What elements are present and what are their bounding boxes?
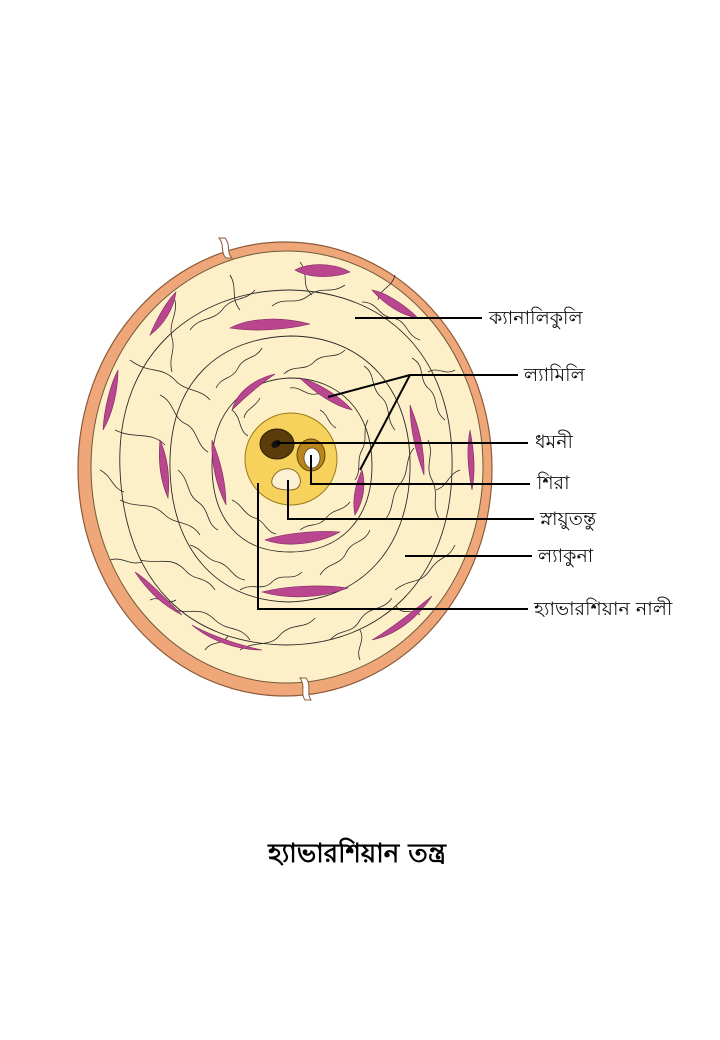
lacuna-cell <box>467 429 475 491</box>
diagram-title: হ্যাভারশিয়ান তন্ত্র <box>267 837 447 869</box>
label-canaliculi: ক্যানালিকুলি <box>488 307 583 329</box>
lacuna-cell <box>294 264 351 277</box>
lacuna-cell <box>371 595 433 641</box>
top-notch <box>217 237 234 259</box>
lacuna-cell <box>102 369 119 431</box>
lacuna-cell <box>260 585 350 598</box>
lacuna-cell <box>149 291 177 336</box>
label-vein: শিরা <box>536 472 570 494</box>
lacuna-cell <box>264 531 342 545</box>
label-lamellae: ল্যামিলি <box>523 364 586 386</box>
lacuna-cell <box>299 377 353 411</box>
lacuna-cell <box>158 438 170 500</box>
label-haversian-canal: হ্যাভারশিয়ান নালী <box>533 597 673 620</box>
bottom-notch <box>299 677 312 701</box>
lacuna-cell <box>191 624 263 651</box>
nerve <box>271 468 301 491</box>
label-artery: ধমনী <box>535 430 574 453</box>
label-lacuna: ল্যাকুনা <box>537 545 594 567</box>
label-nerve: স্নায়ুতন্তু <box>539 508 597 531</box>
lacuna-cell <box>211 439 227 506</box>
lacuna-cell <box>134 571 183 616</box>
leader-lines <box>257 317 534 610</box>
lacuna-cell <box>409 404 425 476</box>
lacunae <box>102 264 475 651</box>
lacuna-cell <box>231 373 276 412</box>
lacuna-cell <box>229 318 311 331</box>
